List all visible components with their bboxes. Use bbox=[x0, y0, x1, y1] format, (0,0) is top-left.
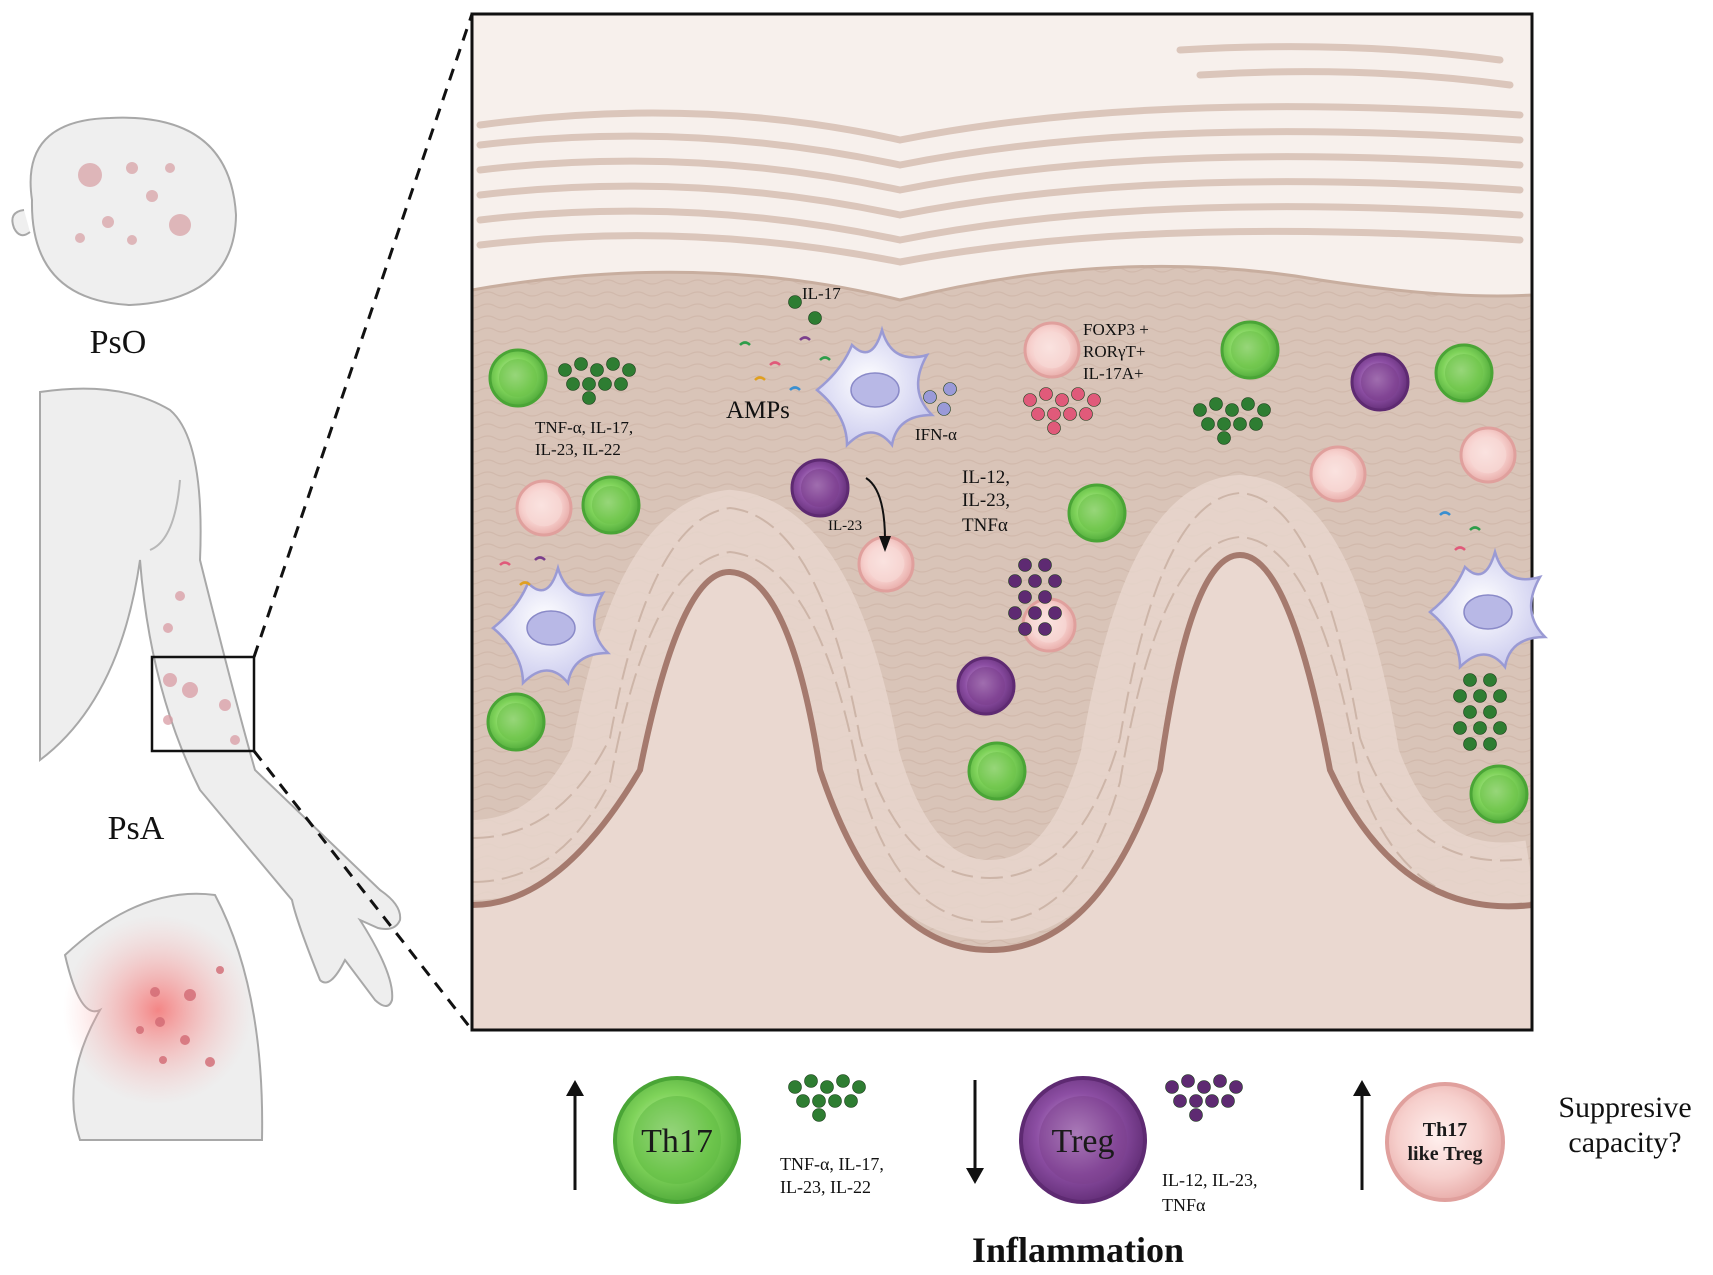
cells-layer bbox=[486, 320, 1549, 824]
amp-peptide bbox=[1439, 511, 1451, 516]
amp-peptide bbox=[819, 356, 831, 361]
treg-cytokines-line1: IL-12, IL-23, bbox=[1162, 1170, 1257, 1190]
green-cytokines bbox=[1453, 673, 1507, 751]
amp-peptide bbox=[1454, 546, 1466, 551]
il23-arrow bbox=[865, 477, 886, 541]
th17-like-treg-legend-cell bbox=[1385, 1082, 1505, 1202]
amp-peptide bbox=[499, 561, 511, 566]
th17-like-treg-cell bbox=[857, 535, 915, 593]
dendritic-cell bbox=[491, 563, 612, 687]
th17-treg-up-arrowhead bbox=[1353, 1080, 1371, 1096]
skin-section-panel bbox=[472, 14, 1532, 1030]
zoom-box bbox=[150, 655, 256, 753]
th17-like-treg-label-2: like Treg bbox=[1408, 1143, 1483, 1165]
suppressive-question-line1: Suppresive bbox=[1558, 1091, 1691, 1124]
treg-cell bbox=[956, 656, 1016, 716]
il23-arrow-label: IL-23 bbox=[828, 518, 862, 534]
th17-cell bbox=[488, 348, 548, 408]
purple-cytokines bbox=[1008, 558, 1062, 636]
amp-peptide bbox=[519, 581, 531, 586]
il17a-label: IL-17A+ bbox=[1083, 364, 1144, 383]
legend-purple-cytokines bbox=[1165, 1074, 1243, 1122]
head-illustration bbox=[11, 116, 238, 307]
green-cytokines bbox=[788, 295, 822, 325]
knee-illustration bbox=[63, 892, 264, 1141]
green-cytokines bbox=[558, 357, 636, 405]
th17-like-treg-cell bbox=[1309, 445, 1367, 503]
left-cytokines-line1: TNF-α, IL-17, bbox=[535, 418, 633, 437]
th17-cell bbox=[1067, 483, 1127, 543]
dendritic-cell bbox=[815, 325, 936, 449]
pink-cytokines bbox=[1023, 387, 1101, 435]
th17-cell bbox=[1434, 343, 1494, 403]
ifn-cytokines bbox=[923, 382, 957, 416]
treg-down-arrowhead bbox=[966, 1168, 984, 1184]
th17-cell bbox=[581, 475, 641, 535]
left-cytokines-line2: IL-23, IL-22 bbox=[535, 440, 621, 459]
amp-peptide bbox=[534, 556, 546, 561]
th17-like-treg-cell bbox=[515, 479, 573, 537]
zoom-lines bbox=[252, 13, 474, 1031]
th17-like-treg-cell bbox=[1459, 426, 1517, 484]
amp-peptide bbox=[1469, 526, 1481, 531]
amps-label: AMPs bbox=[726, 397, 790, 424]
th17-cytokines-line1: TNF-α, IL-17, bbox=[780, 1154, 884, 1174]
treg-cell bbox=[1350, 352, 1410, 412]
th17-cell bbox=[486, 692, 546, 752]
amp-peptide bbox=[799, 336, 811, 341]
pso-label: PsO bbox=[90, 324, 147, 361]
th17-cytokines-line2: IL-23, IL-22 bbox=[780, 1177, 871, 1197]
legend: Th17 TNF-α, IL-17, IL-23, IL-22 Treg IL-… bbox=[566, 1076, 1692, 1270]
legend-green-cytokines bbox=[788, 1074, 866, 1122]
mid-cytokines-line2: IL-23, bbox=[962, 490, 1010, 511]
green-cytokines bbox=[1193, 397, 1271, 445]
mid-cytokines-line1: IL-12, bbox=[962, 467, 1010, 488]
treg-cell bbox=[790, 458, 850, 518]
rorgt-label: RORγT+ bbox=[1083, 342, 1145, 361]
foxp3-label: FOXP3 + bbox=[1083, 320, 1149, 339]
suppressive-question-line2: capacity? bbox=[1568, 1126, 1681, 1159]
stratum-corneum bbox=[476, 43, 1524, 266]
dermis bbox=[472, 555, 1532, 1030]
th17-like-treg-cell bbox=[1023, 321, 1081, 379]
panel-border bbox=[470, 12, 1534, 1032]
psa-label: PsA bbox=[108, 810, 165, 847]
amp-peptide bbox=[789, 386, 801, 391]
mid-cytokines-line3: TNFα bbox=[962, 515, 1008, 536]
body-arm-illustration bbox=[39, 387, 402, 1007]
th17-cell bbox=[1220, 320, 1280, 380]
amp-peptide bbox=[754, 376, 766, 381]
treg-cytokines-line2: TNFα bbox=[1162, 1195, 1206, 1215]
th17-cell bbox=[967, 741, 1027, 801]
cytokines-layer bbox=[499, 295, 1507, 1122]
th17-legend-label: Th17 bbox=[641, 1123, 713, 1160]
th17-up-arrowhead bbox=[566, 1080, 584, 1096]
il23-arrowhead bbox=[879, 536, 891, 552]
amp-peptide bbox=[769, 361, 781, 366]
dendritic-cell bbox=[1428, 547, 1549, 671]
th17-like-treg-label-1: Th17 bbox=[1423, 1119, 1467, 1141]
treg-legend-label: Treg bbox=[1052, 1123, 1115, 1160]
th17-cell bbox=[1469, 764, 1529, 824]
ifn-label: IFN-α bbox=[915, 425, 957, 444]
amp-peptide bbox=[739, 341, 751, 346]
inflammation-label: Inflammation bbox=[972, 1230, 1184, 1270]
il17-label: IL-17 bbox=[802, 284, 841, 303]
